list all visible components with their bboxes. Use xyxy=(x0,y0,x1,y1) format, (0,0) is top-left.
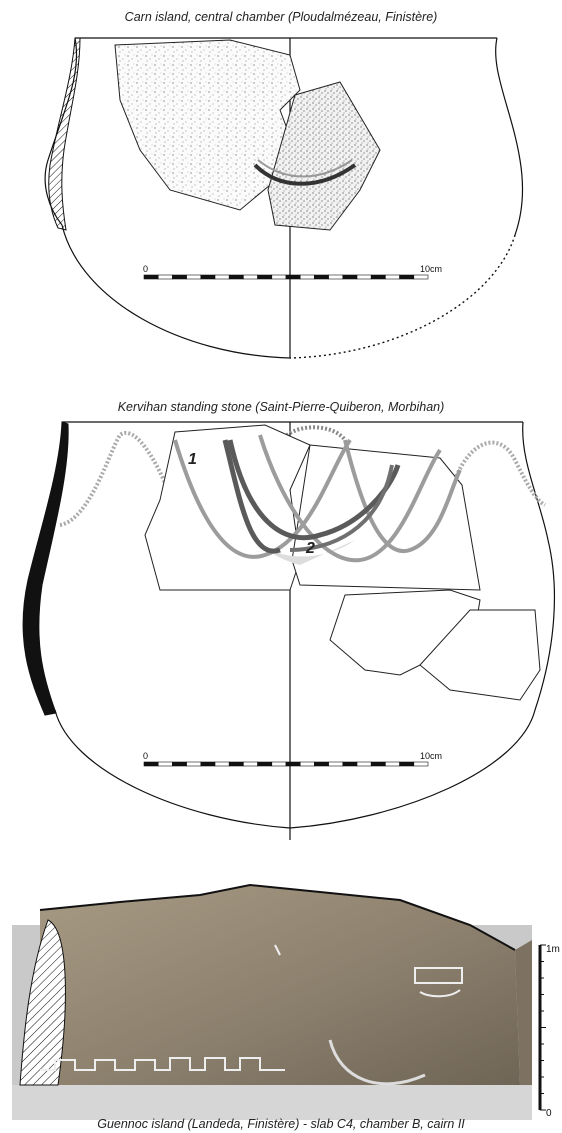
scale-segment xyxy=(399,761,415,767)
scale-segment xyxy=(271,761,287,767)
scale-segment xyxy=(356,761,372,767)
scale-segment xyxy=(328,274,344,280)
panel-3-caption: Guennoc island (Landeda, Finistère) - sl… xyxy=(97,1117,465,1131)
motif-label-3: 3 xyxy=(205,541,214,558)
panel-1-caption: Carn island, central chamber (Ploudalméz… xyxy=(124,10,438,24)
scale-segment xyxy=(285,274,301,280)
guennoc-slab-drawing: 1m 0 xyxy=(12,883,560,1120)
scale-segment xyxy=(214,761,230,767)
scale-segment xyxy=(228,761,244,767)
scale-segment xyxy=(157,274,173,280)
panel-2-scale-bar: 0 10cm xyxy=(143,751,442,767)
scale-segment xyxy=(299,761,315,767)
scale-segment xyxy=(157,761,173,767)
scale-segment xyxy=(143,761,159,767)
scale-segment xyxy=(385,761,400,767)
scale-segment xyxy=(271,274,287,280)
kervihan-pot-drawing: 1 2 3 xyxy=(22,421,556,840)
scale-segment xyxy=(314,761,329,767)
scale-segment xyxy=(299,274,315,280)
panel-1-scale-bar: 0 10cm xyxy=(143,264,442,280)
scale-segment xyxy=(285,761,301,767)
scale-segment xyxy=(243,761,258,767)
scale-segment xyxy=(257,761,273,767)
scale-segment xyxy=(214,274,230,280)
scale-segment xyxy=(228,274,244,280)
scale-segment xyxy=(186,761,202,767)
vertical-scale-ticks xyxy=(540,944,546,1111)
motif-label-1: 1 xyxy=(188,451,197,468)
scale-top-label: 1m xyxy=(546,944,560,955)
scale-end-label: 10cm xyxy=(420,751,442,761)
scale-segment xyxy=(143,274,159,280)
scale-segment xyxy=(413,274,429,280)
scale-segment xyxy=(172,761,187,767)
scale-segment xyxy=(257,274,273,280)
scale-segment xyxy=(370,274,386,280)
scale-segment xyxy=(385,274,400,280)
scale-segment xyxy=(314,274,329,280)
scale-segment xyxy=(200,274,216,280)
carn-pot-drawing xyxy=(44,37,524,359)
scale-segment xyxy=(413,761,429,767)
motif-label-2: 2 xyxy=(305,540,315,557)
scale-start-label: 0 xyxy=(143,264,148,274)
scale-end-label: 10cm xyxy=(420,264,442,274)
scale-segment xyxy=(356,274,372,280)
scale-segment xyxy=(328,761,344,767)
scale-bar-segments xyxy=(143,274,429,280)
scale-bottom-label: 0 xyxy=(546,1108,552,1119)
scale-segment xyxy=(342,274,358,280)
scale-segment xyxy=(186,274,202,280)
scale-bar-segments xyxy=(143,761,429,767)
scale-segment xyxy=(399,274,415,280)
scale-segment xyxy=(172,274,187,280)
panel-2-caption: Kervihan standing stone (Saint-Pierre-Qu… xyxy=(117,400,445,414)
scale-segment xyxy=(243,274,258,280)
scale-segment xyxy=(370,761,386,767)
scale-segment xyxy=(200,761,216,767)
scale-start-label: 0 xyxy=(143,751,148,761)
scale-segment xyxy=(342,761,358,767)
